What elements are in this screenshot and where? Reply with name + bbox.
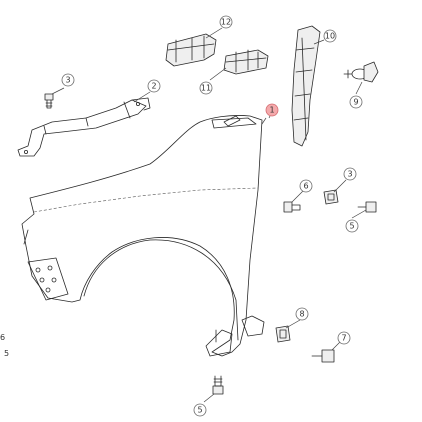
callout-12-label: 12 bbox=[221, 18, 231, 27]
callout-9-label: 9 bbox=[353, 98, 358, 107]
callout-7: 7 bbox=[337, 331, 351, 345]
fender-panel bbox=[21, 115, 263, 357]
bolt-5-icon bbox=[357, 201, 377, 213]
clip-8-icon bbox=[275, 325, 291, 343]
callout-1-label: 1 bbox=[269, 106, 274, 115]
callout-5-right-label: 5 bbox=[349, 222, 354, 231]
fender-grille-insert bbox=[27, 257, 69, 301]
push-clip-9 bbox=[343, 61, 379, 83]
callout-12: 12 bbox=[219, 15, 233, 29]
clip-block-12 bbox=[165, 33, 217, 67]
callout-11: 11 bbox=[199, 81, 213, 95]
callout-1: 1 bbox=[265, 103, 279, 117]
edge-label-6: 6 bbox=[0, 333, 5, 342]
callout-10: 10 bbox=[323, 29, 337, 43]
callout-3-upper-label: 3 bbox=[65, 76, 70, 85]
bolt-5-lower-icon bbox=[212, 375, 224, 395]
edge-label-5: 5 bbox=[4, 349, 9, 358]
clip-block-11 bbox=[223, 49, 269, 75]
callout-8-label: 8 bbox=[299, 310, 304, 319]
callout-8: 8 bbox=[295, 307, 309, 321]
callout-2-label: 2 bbox=[151, 82, 156, 91]
bolt-7-icon bbox=[311, 349, 335, 363]
clip-nut-3-icon bbox=[323, 189, 339, 205]
mounting-bracket bbox=[17, 97, 151, 157]
callout-10-label: 10 bbox=[325, 32, 335, 41]
callout-2: 2 bbox=[147, 79, 161, 93]
callout-6-label: 6 bbox=[303, 182, 308, 191]
callout-5-bottom: 5 bbox=[193, 403, 207, 417]
bolt-6-icon bbox=[283, 201, 301, 213]
callout-3-upper: 3 bbox=[61, 73, 75, 87]
fender-lower-bracket bbox=[205, 315, 265, 357]
callout-5-bottom-label: 5 bbox=[197, 406, 202, 415]
fender-seal-10 bbox=[291, 25, 321, 147]
callout-6: 6 bbox=[299, 179, 313, 193]
callout-3-right: 3 bbox=[343, 167, 357, 181]
bracket-bolt-icon bbox=[44, 93, 54, 109]
callout-3-right-label: 3 bbox=[347, 170, 352, 179]
callout-7-label: 7 bbox=[341, 334, 346, 343]
callout-11-label: 11 bbox=[201, 84, 211, 93]
callout-5-right: 5 bbox=[345, 219, 359, 233]
callout-9: 9 bbox=[349, 95, 363, 109]
